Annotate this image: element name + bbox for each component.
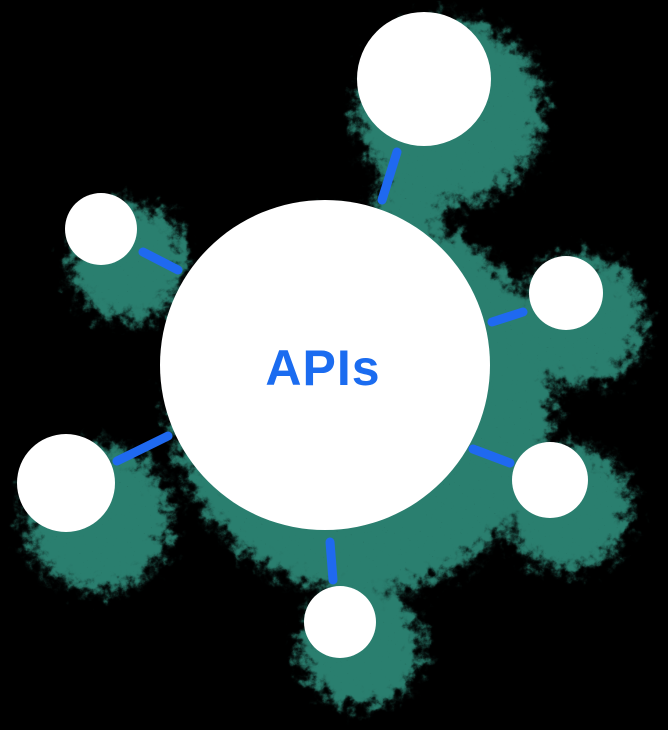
node-top [357,12,491,146]
node-lower-left [17,434,115,532]
link-lower-right [468,444,515,468]
node-right [529,256,603,330]
link-right [487,307,528,327]
link-lower-left [112,431,173,466]
node-bottom [304,586,376,658]
link-upper-left [138,247,183,275]
node-upper-left [65,193,137,265]
node-lower-right [512,442,588,518]
hub-label: APIs [265,340,380,396]
link-top [377,147,402,205]
hub-apis [160,200,490,530]
link-layer [112,147,528,585]
node-layer [17,12,603,658]
link-bottom [325,537,338,585]
